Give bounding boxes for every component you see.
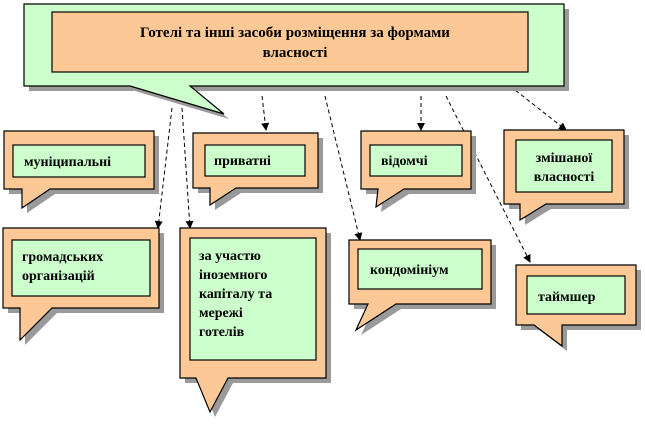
callout-timeshare: таймшер — [515, 264, 641, 351]
callout-private: приватні — [192, 132, 323, 210]
title-inner-box — [51, 11, 529, 73]
title-callout: Готелі та інші засоби розміщення за форм… — [23, 3, 569, 119]
callout-label-box — [357, 248, 483, 290]
category-callouts: муніципальні приватні відомчі змішаної власн… — [2, 129, 641, 417]
callout-label-line: таймшер — [538, 290, 596, 305]
title-text-line: Готелі та інші засоби розміщення за форм… — [140, 25, 450, 41]
callout-label-line: відомчі — [381, 154, 428, 169]
callout-label-box — [204, 144, 306, 177]
callout-condominium: кондомініум — [348, 239, 496, 335]
callout-label-line: громадських — [22, 250, 103, 265]
callout-label-line: іноземного — [199, 268, 267, 283]
connector-arrow — [445, 95, 531, 263]
connector-arrow — [509, 85, 567, 131]
connector-arrow — [154, 107, 173, 229]
callout-foreign-capital: за участю іноземного капіталу та мережі готе… — [179, 227, 331, 417]
connector-arrows — [154, 85, 567, 263]
callout-label-line: власності — [534, 170, 595, 185]
callout-label-box — [526, 275, 626, 315]
callout-label-box — [515, 139, 613, 193]
callout-label-line: капіталу та — [199, 287, 272, 302]
callout-label-line: кондомініум — [370, 263, 449, 278]
callout-label-line: приватні — [214, 154, 271, 169]
callout-label-box — [369, 144, 463, 177]
callout-label-box — [12, 144, 146, 178]
connector-arrow — [324, 95, 363, 241]
callout-label-line: готелів — [199, 325, 245, 340]
callout-mixed: змішаної власності — [503, 129, 629, 225]
callout-public-organizations: громадських організацій — [2, 227, 164, 345]
callout-label-line: організацій — [22, 269, 95, 284]
connector-arrow — [261, 95, 270, 131]
callout-label-box — [189, 237, 317, 361]
callout-label-line: змішаної — [536, 151, 593, 166]
callout-label-line: мережі — [199, 306, 243, 321]
callout-departmental: відомчі — [360, 130, 476, 212]
title-text-line: власності — [263, 45, 328, 61]
callout-municipal: муніципальні — [3, 130, 159, 213]
callout-label-line: муніципальні — [24, 155, 111, 170]
callout-label-box — [11, 239, 151, 297]
callout-label-line: за участю — [199, 249, 261, 264]
connector-arrow — [181, 107, 194, 229]
